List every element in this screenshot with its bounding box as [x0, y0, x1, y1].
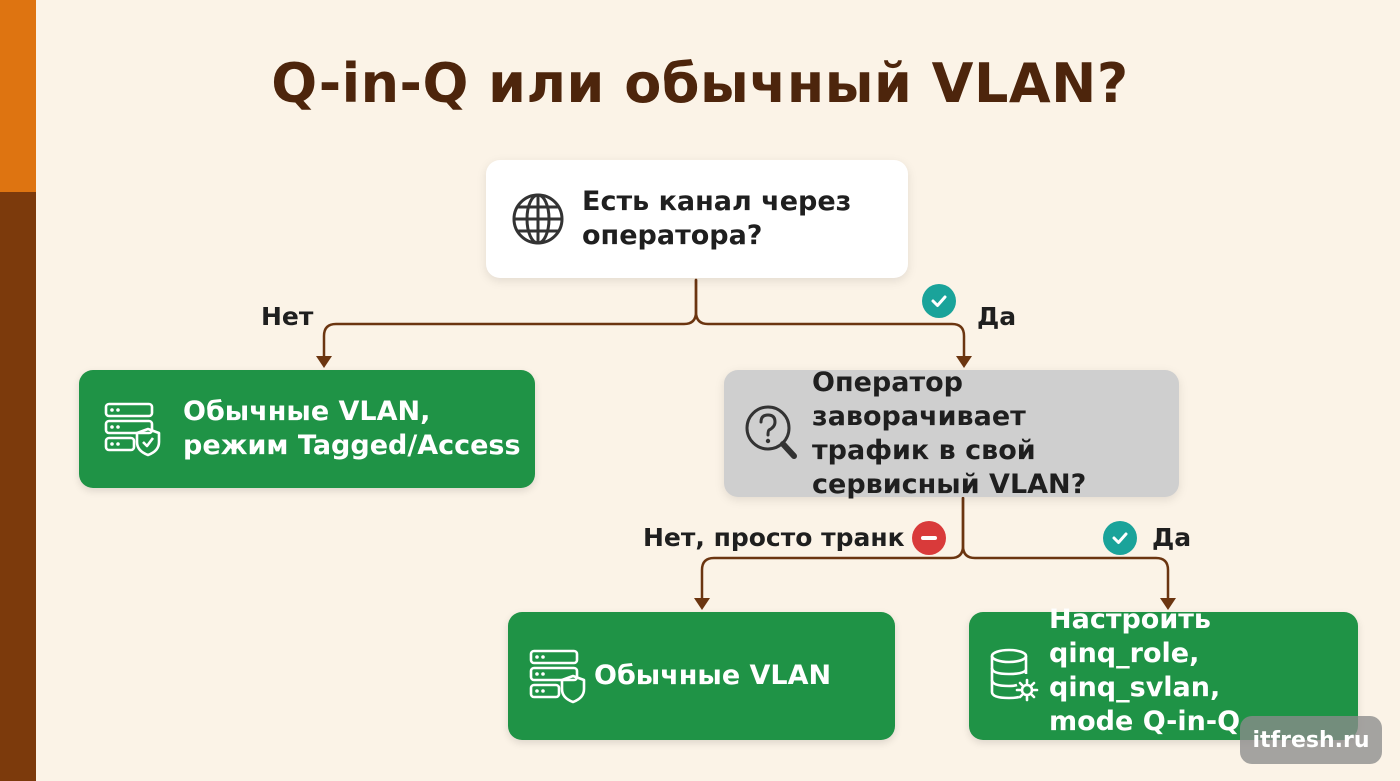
- result-node-regular-vlan: Обычные VLAN: [508, 612, 895, 740]
- database-gear-icon: [990, 648, 1039, 702]
- watermark: itfresh.ru: [1240, 716, 1382, 764]
- connector-q2-yes: [961, 496, 1170, 602]
- check-icon: [1103, 521, 1137, 555]
- connector-q1-no: [322, 278, 698, 360]
- result-node-text: Обычные VLAN: [594, 660, 832, 691]
- result-node-text: Обычные VLAN, режим Tagged/Access: [183, 396, 521, 461]
- connector-q1-yes: [694, 278, 966, 360]
- edge-label-q2-yes: Да: [1152, 523, 1192, 552]
- accent-stripe-top: [0, 0, 36, 192]
- question-node-text: Есть канал через оператора?: [582, 186, 852, 251]
- question-node-text: Оператор заворачивает трафик в свой серв…: [812, 366, 1087, 500]
- question-node-service-vlan: Оператор заворачивает трафик в свой серв…: [724, 367, 1179, 500]
- arrow-q2-yes: [1160, 598, 1176, 610]
- question-search-icon: [745, 405, 797, 459]
- edge-label-q1-yes: Да: [977, 302, 1017, 331]
- edge-label-q1-no: Нет: [261, 302, 314, 331]
- check-icon: [922, 284, 956, 318]
- edge-label-q2-no: Нет, просто транк: [643, 523, 905, 552]
- server-shield-icon: [104, 402, 161, 457]
- page-title: Q-in-Q или обычный VLAN?: [271, 52, 1129, 115]
- result-node-text: Настроить qinq_role, qinq_svlan, mode Q-…: [1049, 604, 1241, 737]
- arrow-q1-no: [316, 356, 332, 368]
- question-node-operator-channel: Есть канал через оператора?: [486, 160, 908, 278]
- accent-stripe-bottom: [0, 192, 36, 781]
- globe-icon: [512, 193, 564, 245]
- server-shield-icon: [529, 649, 586, 704]
- arrow-q1-yes: [956, 356, 972, 368]
- result-node-regular-vlan-tagged: Обычные VLAN, режим Tagged/Access: [79, 370, 535, 488]
- minus-icon: [912, 521, 946, 555]
- arrow-q2-no: [694, 598, 710, 610]
